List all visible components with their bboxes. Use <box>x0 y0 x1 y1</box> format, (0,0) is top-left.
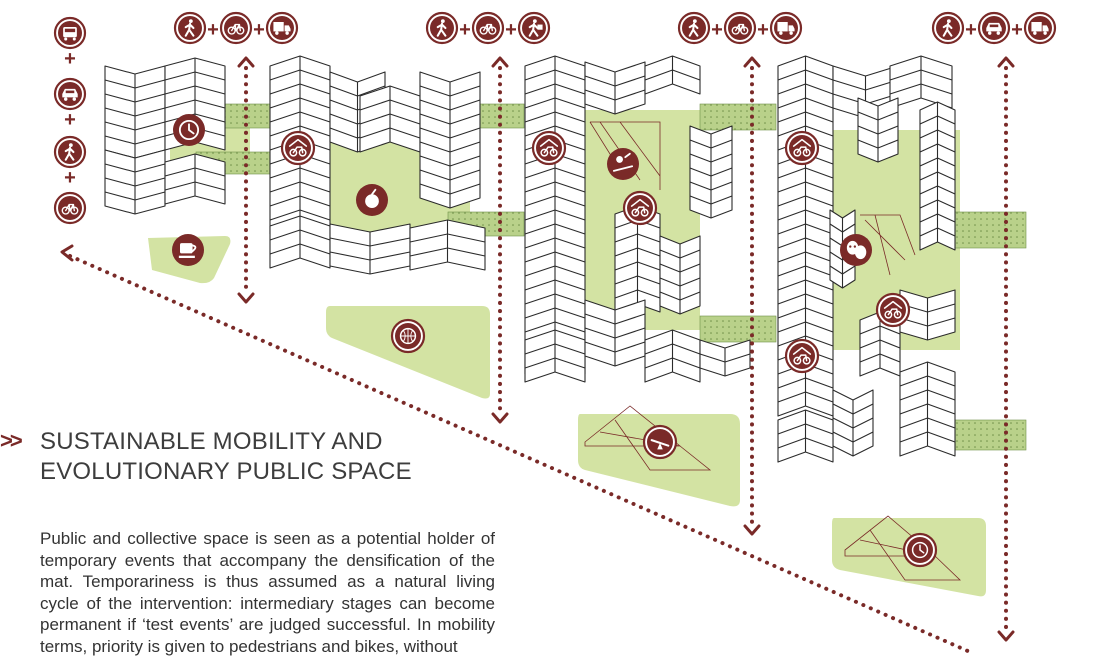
plus-sign: + <box>757 19 769 41</box>
building-stack <box>889 55 953 109</box>
plus-sign: + <box>459 19 471 41</box>
clock-icon <box>173 114 205 146</box>
building-stack <box>359 85 421 153</box>
building-stack <box>859 311 901 377</box>
basketball-icon <box>390 318 426 354</box>
heading-line-1: SUSTAINABLE MOBILITY AND <box>40 428 383 455</box>
building-stack <box>832 389 874 457</box>
truck-icon <box>769 11 803 45</box>
mobility-legend: + + + + + + + + + + + <box>53 11 1057 225</box>
building-stack <box>419 71 481 209</box>
building-stack <box>777 409 834 463</box>
green-courtyards <box>170 110 960 350</box>
plus-sign: + <box>253 19 265 41</box>
bike-shelter-icon <box>875 292 911 328</box>
building-stack <box>644 55 701 95</box>
pedestrian-icon <box>53 135 87 169</box>
plus-sign: + <box>711 19 723 41</box>
bus-icon <box>53 16 87 50</box>
clock-icon <box>902 532 938 568</box>
heading-line-2: EVOLUTIONARY PUBLIC SPACE <box>40 458 412 485</box>
building-stack <box>104 149 166 215</box>
building-stack <box>104 65 166 159</box>
building-stack <box>659 235 701 315</box>
coffee-cup-icon <box>172 234 204 266</box>
plus-sign: + <box>64 48 76 70</box>
building-stack <box>699 339 751 377</box>
building-stack <box>899 361 956 457</box>
car-icon <box>53 77 87 111</box>
building-stack <box>329 223 411 275</box>
car-icon <box>977 11 1011 45</box>
bike-shelter-icon <box>280 130 316 166</box>
building-stack <box>584 299 646 367</box>
plus-sign: + <box>64 109 76 131</box>
sunbathing-icon <box>607 148 639 180</box>
pedestrian-icon <box>931 11 965 45</box>
building-stack <box>269 215 331 269</box>
pedestrian-icon <box>425 11 459 45</box>
bike-icon <box>53 191 87 225</box>
axis-arrowheads <box>60 56 1015 642</box>
plus-sign: + <box>1011 19 1023 41</box>
heading-marker: >> <box>0 428 23 453</box>
building-stack <box>164 153 226 205</box>
building-stack <box>409 219 486 271</box>
building-stack <box>584 61 646 115</box>
pedestrian-icon <box>677 11 711 45</box>
bike-icon <box>219 11 253 45</box>
truck-icon <box>265 11 299 45</box>
pedestrian-icon <box>173 11 207 45</box>
truck-icon <box>1023 11 1057 45</box>
plus-sign: + <box>965 19 977 41</box>
building-blocks <box>104 55 956 463</box>
building-stack <box>899 289 956 341</box>
body-paragraph: Public and collective space is seen as a… <box>40 529 495 656</box>
bike-shelter-icon <box>531 130 567 166</box>
delivery-person-icon <box>517 11 551 45</box>
bike-icon <box>471 11 505 45</box>
theater-masks-icon <box>840 234 872 266</box>
plus-sign: + <box>207 19 219 41</box>
building-stack <box>524 329 586 383</box>
plus-sign: + <box>64 167 76 189</box>
building-stack <box>919 101 956 251</box>
bike-shelter-icon <box>622 190 658 226</box>
building-stack <box>644 329 701 383</box>
building-stack <box>524 55 586 375</box>
plus-sign: + <box>505 19 517 41</box>
street-axes <box>68 66 1008 654</box>
bike-shelter-icon <box>784 130 820 166</box>
bike-icon <box>723 11 757 45</box>
seesaw-icon <box>642 424 678 460</box>
activity-icons <box>172 114 938 568</box>
building-stack <box>857 97 899 163</box>
bike-shelter-icon <box>784 338 820 374</box>
building-stack <box>689 125 733 219</box>
fruit-basket-icon <box>356 184 388 216</box>
